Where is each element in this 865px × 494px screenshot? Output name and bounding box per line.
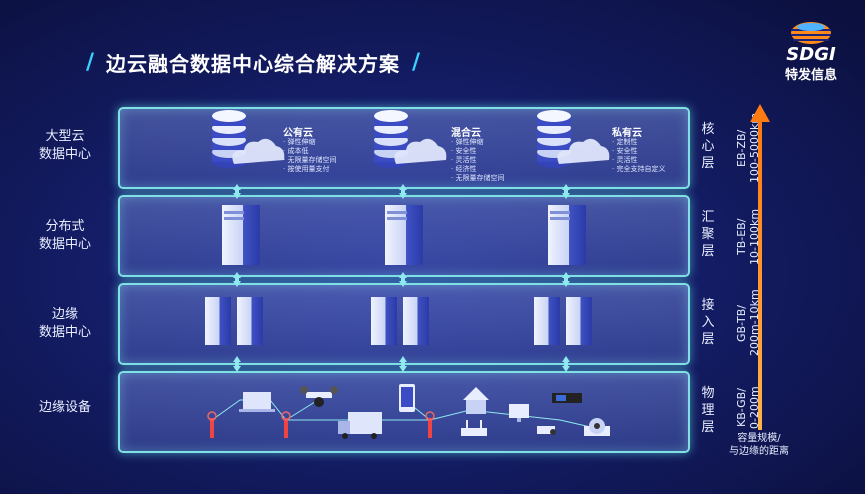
left-label-large-cloud-dc: 大型云 数据中心 bbox=[38, 129, 91, 162]
security-camera-icon bbox=[537, 426, 556, 435]
scale-arrow-icon bbox=[750, 104, 770, 430]
database-cloud-icon-private bbox=[537, 110, 610, 168]
server-rack-icon-pair-2 bbox=[371, 297, 429, 345]
layer-name-access: 接 入 层 bbox=[701, 298, 715, 347]
feature-item: · 经济性 bbox=[451, 165, 477, 173]
cloud-features-public: · 弹性伸缩 · 成本低 · 无限量存储空间 · 按使用量支付 bbox=[283, 138, 336, 174]
feature-item: · 弹性伸缩 bbox=[451, 138, 484, 146]
title-slash-left: / bbox=[86, 50, 95, 75]
logo-company-name: 特发信息 bbox=[784, 68, 837, 83]
cloud-features-hybrid: · 弹性伸缩 · 安全性 · 灵活性 · 经济性 · 无限量存储空间 bbox=[451, 138, 504, 183]
server-rack-icon-pair-3 bbox=[534, 297, 592, 345]
cloud-features-private: · 定制性 · 安全性 · 灵活性 · 完全支持自定义 bbox=[612, 138, 665, 174]
left-label-edge-devices: 边缘设备 bbox=[38, 400, 91, 415]
antenna-icon-3 bbox=[425, 411, 435, 438]
axis-caption: 容量规模/ 与边缘的距离 bbox=[729, 433, 789, 457]
antenna-icon-1 bbox=[207, 411, 217, 438]
connector-arrows bbox=[233, 184, 570, 372]
drone-icon bbox=[300, 386, 338, 407]
company-logo: SDGI 特发信息 bbox=[779, 20, 843, 83]
feature-item: · 安全性 bbox=[612, 147, 638, 155]
database-cloud-icon-hybrid bbox=[374, 110, 447, 168]
database-cloud-icon-public bbox=[212, 110, 285, 168]
feature-item: · 无限量存储空间 bbox=[283, 156, 337, 164]
feature-item: · 按使用量支付 bbox=[283, 165, 330, 173]
cloud-title-public: 公有云 bbox=[283, 128, 313, 139]
page-title-wrap: / 边云融合数据中心综合解决方案 / bbox=[86, 48, 420, 77]
page-title: 边云融合数据中心综合解决方案 bbox=[106, 52, 401, 76]
feature-item: · 无限量存储空间 bbox=[451, 174, 505, 182]
feature-item: · 成本低 bbox=[283, 147, 309, 155]
left-label-distributed-dc: 分布式 数据中心 bbox=[38, 219, 91, 252]
title-slash-right: / bbox=[412, 50, 421, 75]
router-icon bbox=[461, 420, 487, 436]
smart-home-icon bbox=[463, 387, 489, 414]
server-tower-icon-1 bbox=[222, 205, 260, 265]
feature-item: · 安全性 bbox=[451, 147, 477, 155]
feature-item: · 完全支持自定义 bbox=[612, 165, 666, 173]
left-label-edge-dc: 边缘 数据中心 bbox=[38, 307, 91, 340]
sensor-device-icon bbox=[552, 393, 582, 403]
feature-item: · 灵活性 bbox=[451, 156, 477, 164]
logo-globe-icon bbox=[791, 22, 831, 44]
truck-icon bbox=[338, 412, 382, 439]
antenna-icon-2 bbox=[281, 411, 291, 438]
feature-item: · 灵活性 bbox=[612, 156, 638, 164]
monitor-icon bbox=[509, 404, 529, 422]
dome-camera-icon bbox=[584, 418, 610, 436]
layer-name-physical: 物 理 层 bbox=[701, 386, 715, 435]
server-tower-icon-2 bbox=[385, 205, 423, 265]
feature-item: · 弹性伸缩 bbox=[283, 138, 316, 146]
server-tower-icon-3 bbox=[548, 205, 586, 265]
server-rack-icon-pair-1 bbox=[205, 297, 263, 345]
smartphone-icon bbox=[399, 384, 415, 412]
cloud-title-hybrid: 混合云 bbox=[451, 128, 481, 139]
cloud-title-private: 私有云 bbox=[612, 128, 642, 139]
feature-item: · 定制性 bbox=[612, 138, 638, 146]
logo-brand-text: SDGI bbox=[786, 44, 836, 65]
layer-name-core: 核 心 层 bbox=[701, 122, 715, 171]
layer-name-aggregation: 汇 聚 层 bbox=[701, 210, 715, 259]
laptop-icon bbox=[239, 392, 275, 412]
